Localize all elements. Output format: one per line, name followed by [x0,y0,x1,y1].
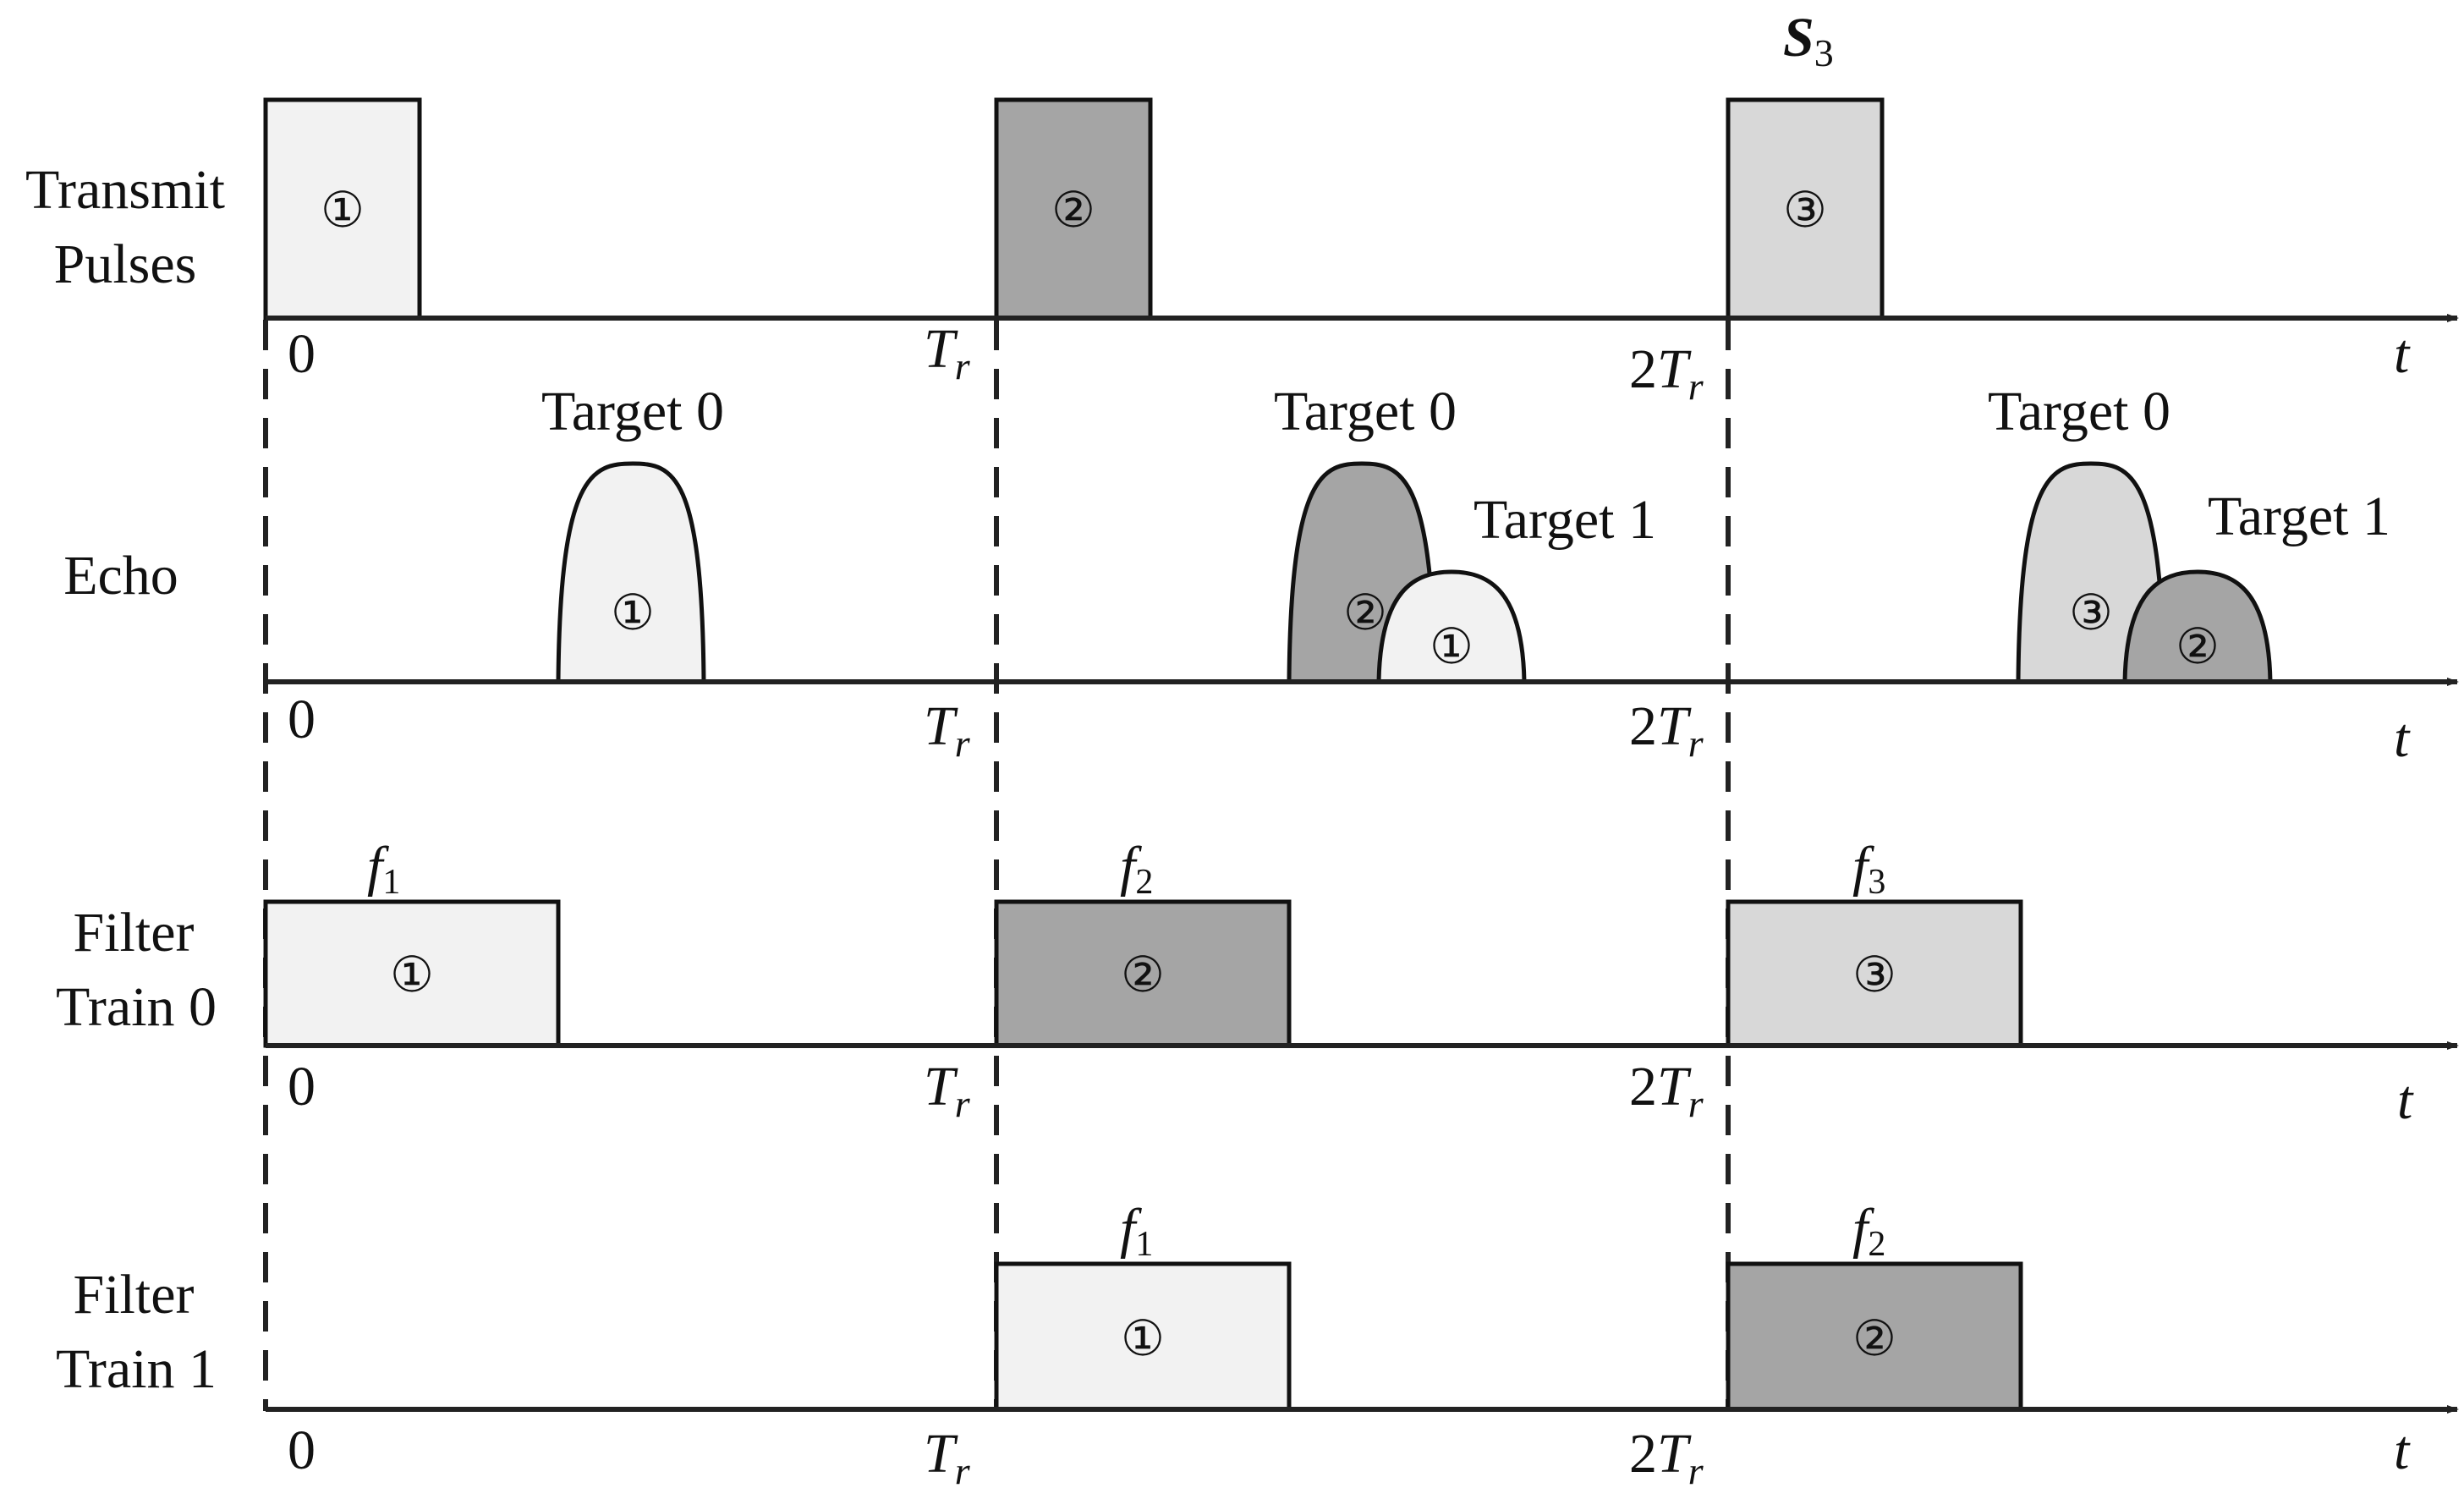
tick-tr-row-0: Tr [924,318,971,387]
echo-target0-pulse-2-symbol: ② [1343,585,1387,640]
filter0-freq-1-sub: 1 [382,863,400,902]
echo-target1-pulse-1-symbol: ① [1430,619,1473,674]
echo-target1-pulse-2 [2122,569,2273,684]
tick-labels-row-1: 0 Tr 2Tr t [288,689,2411,769]
transmit-row: ① ② ③ S3 [263,7,2459,322]
tick-t-row-1: t [2394,707,2411,769]
filter1-freq-2-sub: 2 [1868,1225,1885,1264]
tick-symbol-main: T [924,318,958,380]
echo-target1-pulse-2-symbol: ② [2176,619,2220,674]
tick-symbol-main: T [1657,1423,1692,1485]
pulse-top-label: S3 [1783,7,1834,74]
tick-2tr-row-0: 2Tr [1629,338,1704,408]
tick-symbol-main: T [924,1423,958,1485]
tick-coefficient: 2 [1629,1056,1657,1117]
tick-t-row-3: t [2394,1419,2411,1481]
transmit-pulse-1-symbol: ① [321,183,365,238]
tick-symbol-sub: r [1688,1082,1704,1125]
tick-symbol-sub: r [1688,1449,1704,1488]
transmit-pulse-2-symbol: ② [1051,183,1095,238]
tick-labels-row-0: 0 Tr 2Tr t [288,318,2411,408]
tick-zero-row-1: 0 [288,689,316,750]
tick-symbol-main: T [924,695,958,757]
tick-zero-row-3: 0 [288,1419,316,1481]
tick-symbol-main: T [924,1056,958,1117]
filter1-freq-label-2: f2 [1852,1198,1885,1264]
echo-target1-pulse-1 [1376,569,1527,684]
row-label-transmit-line1: Transmit [25,159,225,221]
row-label-filter0-line1: Filter [74,902,195,964]
echo-target0-pulse-1-symbol: ① [611,585,655,640]
filter1-freq-label-1: f1 [1120,1198,1153,1264]
row-label-echo: Echo [63,545,178,607]
tick-symbol-main: T [1657,1056,1692,1117]
filter0-window-3 [1726,899,2023,1048]
filter-train-0-row: ① ② ③ f1 f2 f3 [263,836,2459,1050]
row-label-transmit-line2: Pulses [54,233,197,295]
filter1-window-2 [1726,1261,2023,1412]
filter0-freq-3-sub: 3 [1868,863,1885,902]
transmit-pulse-3 [1726,97,1885,321]
tick-symbol-sub: r [1688,365,1704,408]
filter0-freq-label-3: f3 [1852,836,1885,902]
echo-target0-pulse-1 [556,461,706,684]
tick-2tr-row-3: 2Tr [1629,1423,1704,1488]
tick-symbol-sub: r [955,1082,971,1125]
row-label-filter1-line1: Filter [74,1264,195,1326]
echo-target0-pulse-3 [2016,461,2166,684]
tick-symbol-sub: r [955,344,971,387]
echo-target0-label-2: Target 0 [1274,381,1457,442]
echo-target0-label-1: Target 0 [541,381,724,442]
filter0-window-2 [994,899,1292,1048]
echo-target1-label-1: Target 1 [1473,489,1656,551]
filter-train-1-row: ① ② f1 f2 [266,1198,2459,1414]
tick-symbol-sub: r [1688,722,1704,765]
filter1-window-2-symbol: ② [1852,1311,1896,1366]
filter0-freq-2-sub: 2 [1135,863,1153,902]
filter0-window-2-symbol: ② [1121,947,1165,1002]
tick-labels-row-3: 0 Tr 2Tr t [288,1419,2411,1488]
echo-row: ① ② ① ③ ② Target 0 Target 0 Target 1 Tar… [266,381,2459,686]
filter0-freq-label-2: f2 [1120,836,1153,902]
tick-symbol-main: T [1657,338,1692,400]
tick-coefficient: 2 [1629,695,1657,757]
transmit-pulse-1 [263,97,422,321]
tick-labels-row-2: 0 Tr 2Tr t [288,1056,2414,1131]
tick-coefficient: 2 [1629,338,1657,400]
row-label-filter0-line2: Train 0 [56,976,217,1038]
tick-symbol-sub: r [955,1449,971,1488]
tick-t-row-0: t [2394,323,2411,385]
tick-coefficient: 2 [1629,1423,1657,1485]
filter1-window-1 [994,1261,1292,1412]
filter1-window-1-symbol: ① [1121,1311,1165,1366]
filter0-window-3-symbol: ③ [1852,947,1896,1002]
tick-tr-row-3: Tr [924,1423,971,1488]
tick-2tr-row-2: 2Tr [1629,1056,1704,1125]
filter0-window-1 [263,899,561,1048]
echo-target0-pulse-3-symbol: ③ [2069,585,2113,640]
echo-target0-label-3: Target 0 [1988,381,2170,442]
tick-zero-row-2: 0 [288,1056,316,1117]
pulse-top-label-main: S [1783,7,1814,69]
tick-t-row-2: t [2397,1069,2414,1131]
tick-symbol-main: T [1657,695,1692,757]
pulse-top-label-sub: 3 [1814,31,1834,74]
row-label-filter1-line2: Train 1 [56,1338,217,1400]
transmit-pulse-2 [994,97,1153,321]
filter0-window-1-symbol: ① [390,947,434,1002]
filter1-freq-1-sub: 1 [1135,1225,1153,1264]
filter0-freq-label-1: f1 [367,836,400,902]
row-labels: Transmit Pulses Echo Filter Train 0 Filt… [25,159,225,1400]
tick-2tr-row-1: 2Tr [1629,695,1704,765]
tick-zero-row-0: 0 [288,323,316,385]
tick-tr-row-1: Tr [924,695,971,765]
echo-target1-label-2: Target 1 [2208,486,2390,547]
tick-symbol-sub: r [955,722,971,765]
transmit-pulse-3-symbol: ③ [1783,183,1827,238]
tick-tr-row-2: Tr [924,1056,971,1125]
